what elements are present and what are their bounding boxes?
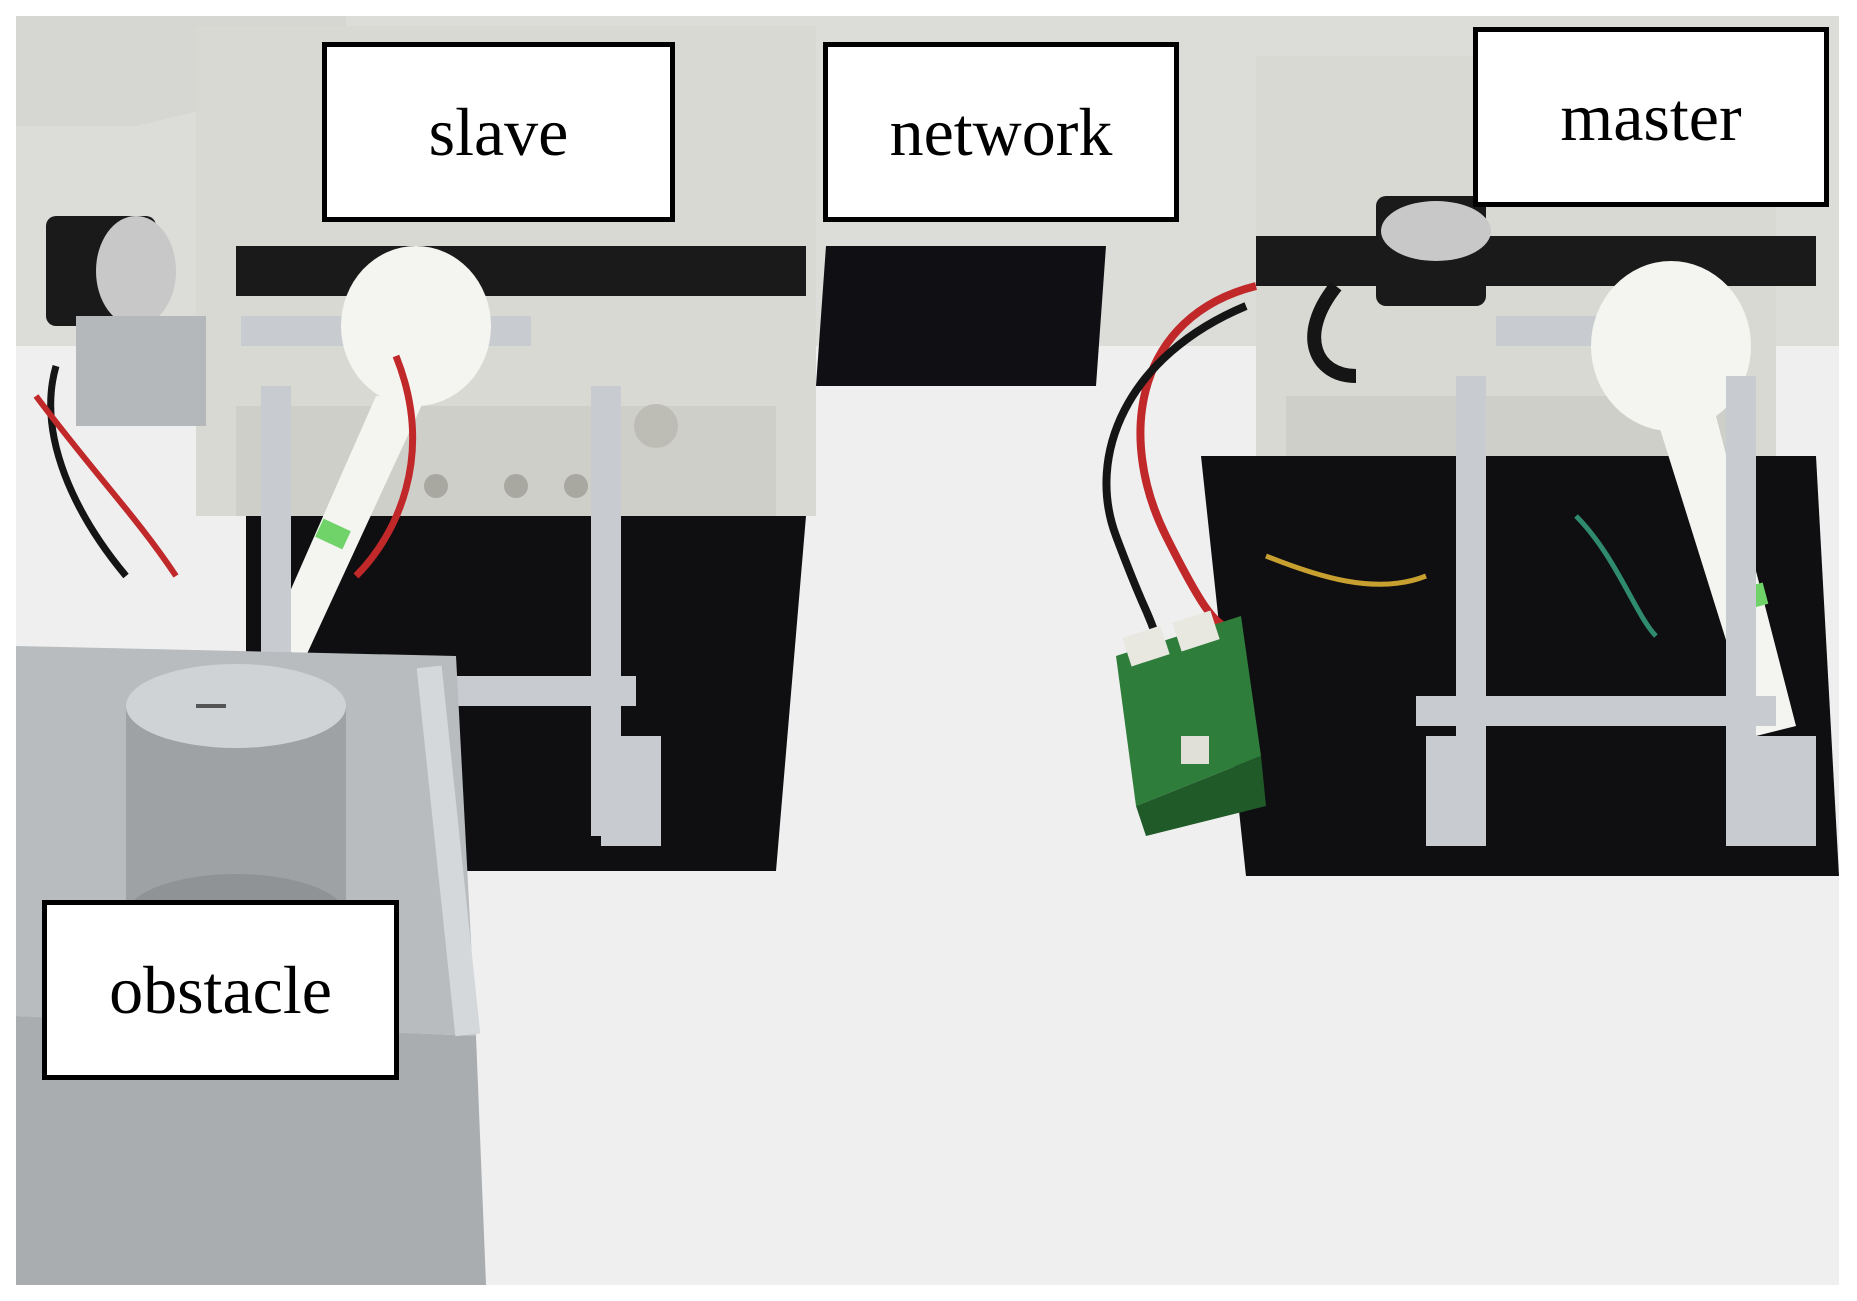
- slave-frame-left: [261, 386, 291, 656]
- label-network-text: network: [889, 94, 1113, 170]
- label-obstacle: obstacle: [42, 900, 399, 1080]
- label-slave-text: slave: [428, 94, 569, 170]
- master-mat: [1201, 456, 1839, 876]
- slave-bracket: [76, 316, 206, 426]
- slave-front-panel: [236, 406, 776, 516]
- slave-knob: [634, 404, 678, 448]
- wire-black: [1102, 302, 1248, 638]
- label-slave: slave: [322, 42, 675, 222]
- label-network: network: [823, 42, 1179, 222]
- label-master: master: [1473, 27, 1829, 207]
- obstacle-leg: [416, 665, 481, 1037]
- obstacle-stand: [16, 1016, 486, 1285]
- master-rail: [1256, 236, 1816, 286]
- photo-scene: slave network master obstacle: [16, 16, 1839, 1285]
- master-frame-right: [1726, 376, 1756, 846]
- network-router: [816, 246, 1106, 386]
- slave-rail: [236, 246, 806, 296]
- master-handle-base: [1591, 261, 1751, 431]
- pcb-board: [1116, 616, 1261, 806]
- label-obstacle-text: obstacle: [109, 952, 332, 1028]
- slave-handle-rod: [266, 396, 426, 656]
- wire-red: [1136, 282, 1257, 639]
- label-master-text: master: [1560, 79, 1742, 155]
- slave-handle-base: [341, 246, 491, 406]
